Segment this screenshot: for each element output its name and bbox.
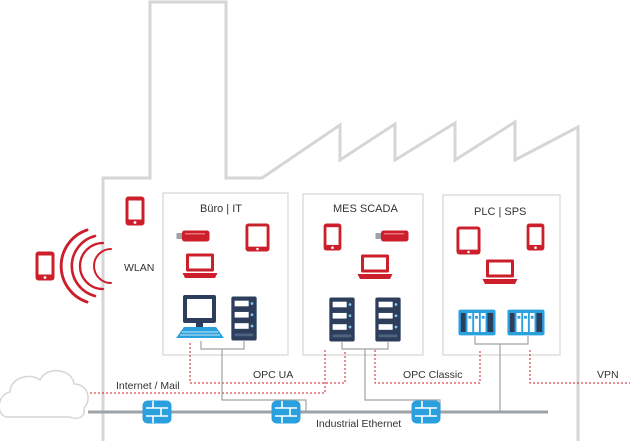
mobile-phone-icon — [526, 223, 545, 251]
zone-office-title: Büro | IT — [200, 203, 242, 215]
dotted-links — [50, 343, 630, 394]
firewall-switch-icon — [271, 400, 301, 424]
plc-module-icon — [458, 309, 496, 336]
plc-module-icon — [507, 309, 545, 336]
industrial-ethernet-label: Industrial Ethernet — [316, 418, 401, 430]
zone-plc-title: PLC | SPS — [474, 206, 526, 218]
server-icon — [231, 296, 257, 341]
firewall-switch-icon — [142, 400, 172, 424]
factory-outline — [101, 0, 580, 441]
zone-mes-title: MES SCADA — [333, 203, 398, 215]
laptop-icon — [482, 259, 518, 284]
opc-classic-label: OPC Classic — [403, 369, 463, 381]
wlan-label: WLAN — [124, 262, 154, 274]
laptop-icon — [182, 253, 218, 278]
server-icon — [375, 297, 401, 342]
cloud-icon — [0, 370, 89, 420]
wlan-waves-icon — [59, 228, 112, 304]
laptop-icon — [357, 254, 393, 279]
firewall-switch-icon — [411, 400, 441, 424]
mobile-phone-icon — [35, 251, 55, 281]
tablet-icon — [245, 223, 270, 252]
server-icon — [329, 297, 355, 342]
opc-ua-label: OPC UA — [253, 369, 293, 381]
vpn-label: VPN — [597, 369, 619, 381]
tablet-icon — [456, 226, 481, 255]
internet-mail-label: Internet / Mail — [116, 380, 180, 392]
mobile-phone-icon — [323, 223, 342, 251]
mobile-phone-icon — [125, 196, 145, 226]
desktop-pc-icon — [176, 295, 224, 338]
